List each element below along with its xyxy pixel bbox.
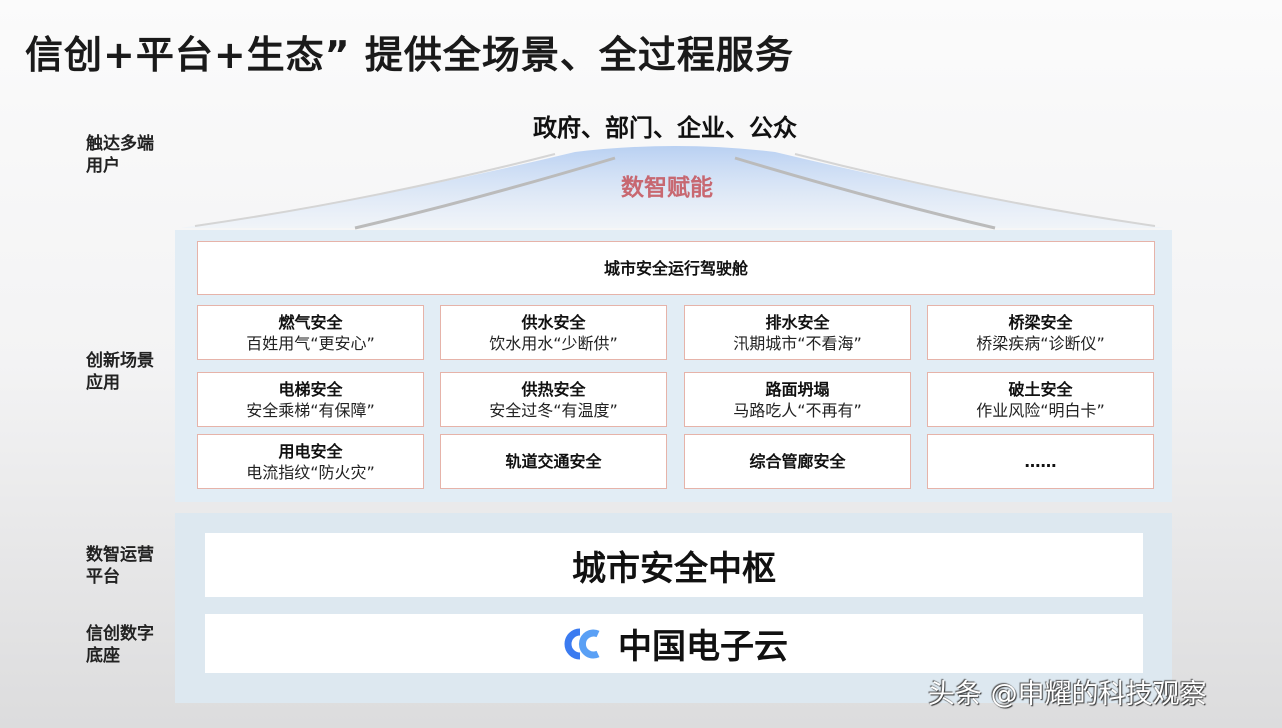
cec-logo-icon	[564, 628, 600, 659]
scene-card: ……	[927, 434, 1154, 489]
scene-card: 综合管廊安全	[684, 434, 911, 489]
cec-cloud-box: 中国电子云	[205, 614, 1143, 673]
label-reach-users: 触达多端用户	[86, 134, 154, 176]
scene-title: 排水安全	[765, 312, 830, 332]
scene-title: 电梯安全	[278, 379, 343, 399]
scene-title: 燃气安全	[278, 312, 343, 332]
empower-label: 数智赋能	[621, 175, 713, 201]
scene-card: 电梯安全安全乘梯“有保障”	[197, 372, 424, 427]
slide-title: 信创+平台+生态” 提供全场景、全过程服务	[25, 33, 794, 77]
scene-subtitle: 作业风险“明白卡”	[976, 400, 1105, 420]
cockpit-label: 城市安全运行驾驶舱	[603, 258, 748, 278]
scene-card: 路面坍塌马路吃人“不再有”	[684, 372, 911, 427]
scene-card: 破土安全作业风险“明白卡”	[927, 372, 1154, 427]
label-ops-platform: 数智运营平台	[86, 545, 154, 587]
scene-title: 桥梁安全	[1008, 312, 1073, 332]
label-digital-base: 信创数字底座	[86, 624, 154, 666]
scene-subtitle: 桥梁疾病“诊断仪”	[976, 333, 1105, 353]
scene-card: 桥梁安全桥梁疾病“诊断仪”	[927, 305, 1154, 360]
scene-title: 供热安全	[521, 379, 586, 399]
scene-subtitle: 百姓用气“更安心”	[246, 333, 375, 353]
audience-heading: 政府、部门、企业、公众	[533, 114, 797, 142]
cockpit-box: 城市安全运行驾驶舱	[197, 241, 1155, 295]
scene-subtitle: 汛期城市“不看海”	[733, 333, 862, 353]
scene-subtitle: 安全过冬“有温度”	[489, 400, 618, 420]
label-scene-apps: 创新场景应用	[86, 351, 154, 393]
scene-card: 用电安全电流指纹“防火灾”	[197, 434, 424, 489]
watermark: 头条 @申耀的科技观察	[928, 679, 1207, 710]
scene-title: ……	[1024, 452, 1057, 471]
scene-card: 供热安全安全过冬“有温度”	[440, 372, 667, 427]
scene-subtitle: 饮水用水“少断供”	[489, 333, 618, 353]
scene-card: 排水安全汛期城市“不看海”	[684, 305, 911, 360]
scene-card: 燃气安全百姓用气“更安心”	[197, 305, 424, 360]
empower-fan-graphic	[180, 146, 1165, 230]
cec-label: 中国电子云	[618, 627, 788, 667]
scene-title: 用电安全	[278, 441, 343, 461]
scene-title: 供水安全	[521, 312, 586, 332]
scene-card: 供水安全饮水用水“少断供”	[440, 305, 667, 360]
scene-title: 综合管廊安全	[749, 452, 846, 471]
scene-subtitle: 电流指纹“防火灾”	[246, 462, 375, 482]
scene-subtitle: 马路吃人“不再有”	[733, 400, 862, 420]
scene-title: 轨道交通安全	[505, 452, 602, 471]
scene-subtitle: 安全乘梯“有保障”	[246, 400, 375, 420]
scene-card: 轨道交通安全	[440, 434, 667, 489]
scene-title: 路面坍塌	[765, 379, 830, 399]
scene-title: 破土安全	[1008, 379, 1073, 399]
city-safety-hub: 城市安全中枢	[205, 533, 1143, 597]
